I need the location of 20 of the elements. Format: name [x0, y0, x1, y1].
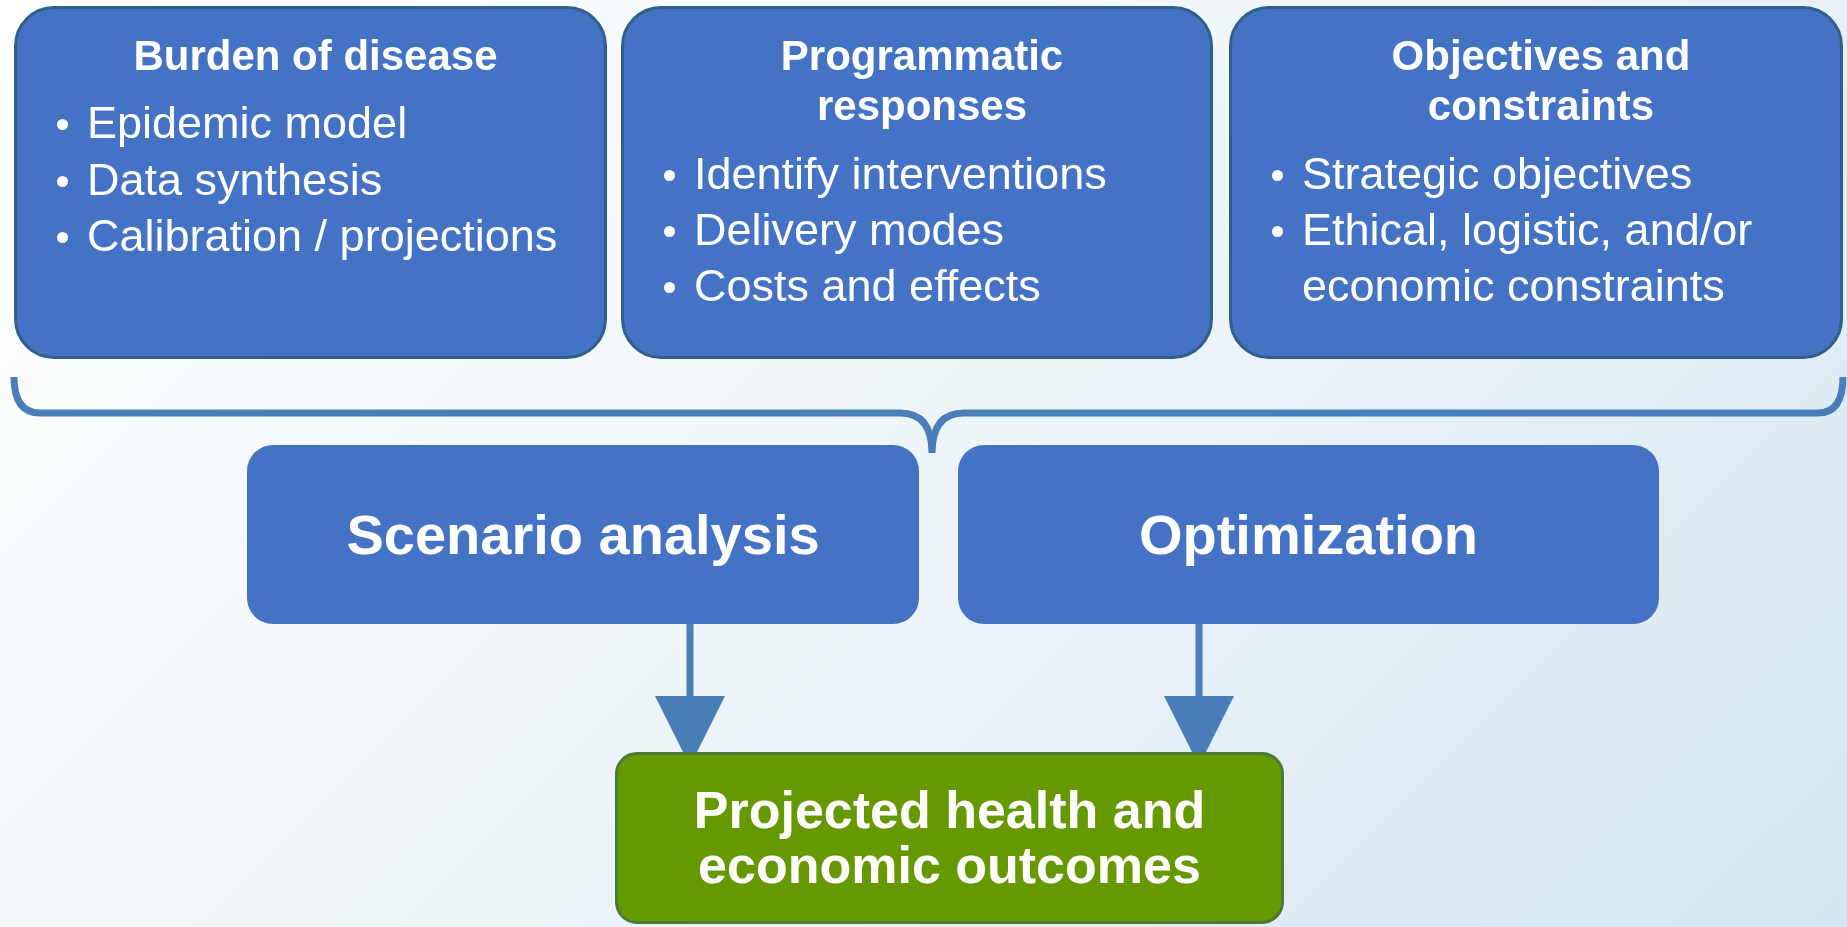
box-heading: Programmatic responses	[779, 31, 1065, 132]
bullet-item: Strategic objectives	[1302, 146, 1694, 201]
bullet-item: Costs and effects	[694, 259, 1042, 314]
box-heading: Burden of disease	[132, 31, 499, 81]
outcome-box	[615, 752, 1284, 924]
bullet-item: Data synthesis	[87, 152, 384, 207]
process-box	[958, 445, 1659, 624]
process-box	[14, 6, 607, 359]
process-box	[1229, 6, 1843, 359]
bullet-item: Epidemic model	[87, 96, 409, 151]
bullet-item: Calibration / projections	[87, 208, 559, 263]
process-box	[247, 445, 919, 624]
box-heading: Objectives and constraints	[1390, 31, 1692, 132]
box-label: Scenario analysis	[346, 502, 820, 567]
process-box	[621, 6, 1213, 359]
bullet-item: Identify interventions	[694, 146, 1108, 201]
box-label: Projected health and economic outcomes	[692, 783, 1207, 893]
bullet-item: Delivery modes	[694, 203, 1006, 258]
bullet-item: Ethical, logistic, and/or economic constraints	[1302, 203, 1754, 314]
box-label: Optimization	[1138, 502, 1479, 567]
